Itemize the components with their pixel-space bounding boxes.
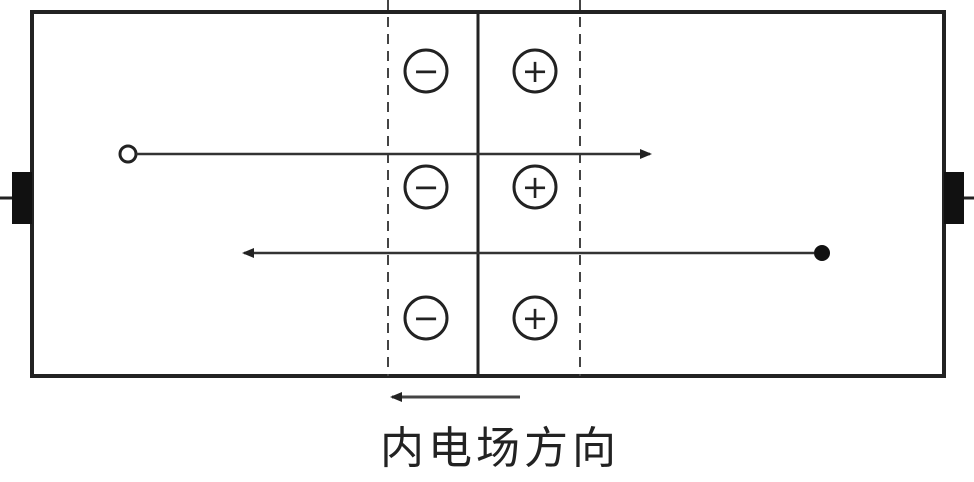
negative-ion: − — [403, 48, 449, 94]
svg-text:+: + — [522, 168, 549, 206]
svg-text:−: − — [413, 168, 440, 206]
electron-icon — [814, 245, 830, 261]
svg-text:−: − — [413, 52, 440, 90]
positive-ion: + — [512, 164, 558, 210]
electron-drift-arrow — [242, 245, 830, 261]
negative-ion: − — [403, 164, 449, 210]
svg-text:−: − — [413, 299, 440, 337]
negative-ion: − — [403, 295, 449, 341]
right-electrode — [944, 172, 964, 224]
positive-ion: + — [512, 295, 558, 341]
left-electrode — [12, 172, 32, 224]
hole-drift-arrow — [118, 144, 652, 164]
hole-icon — [118, 144, 138, 164]
positive-ion: + — [512, 48, 558, 94]
field-direction-caption: 内电场方向 — [380, 423, 620, 474]
svg-text:+: + — [522, 52, 549, 90]
svg-text:+: + — [522, 299, 549, 337]
semiconductor-block — [30, 10, 946, 378]
